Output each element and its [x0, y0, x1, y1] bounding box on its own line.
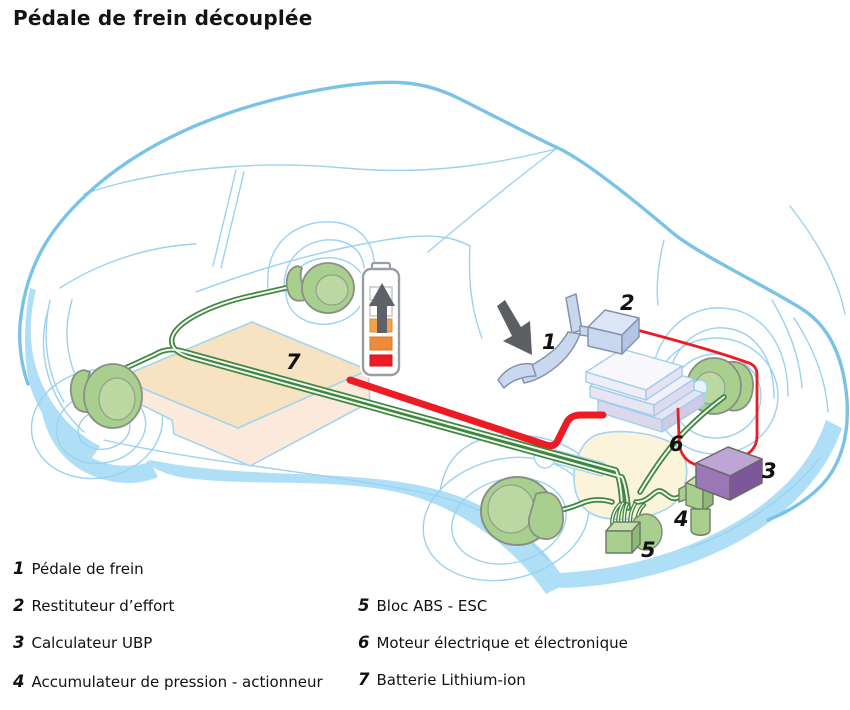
legend-label-2: Restituteur d’effort	[31, 597, 175, 615]
legend-label-7: Batterie Lithium-ion	[376, 671, 526, 689]
ubp-computer-box	[695, 446, 763, 501]
power-cable-red-thick	[346, 376, 607, 450]
callout-3: 3	[762, 459, 777, 483]
door-front-edge	[468, 245, 483, 339]
legend-item-7: 7 Batterie Lithium-ion	[358, 670, 526, 689]
red-cable-motor-to-ubp	[676, 407, 704, 469]
legend-label-4: Accumulateur de pression - actionneur	[31, 673, 323, 691]
car-shadow-fills	[25, 288, 842, 594]
front-right-arch-outer	[267, 221, 375, 289]
ecu-base-side	[661, 392, 705, 433]
gauge-cell-orange-2	[369, 336, 393, 351]
rear-hatch-line-2	[771, 299, 803, 389]
ecu-top-side	[645, 365, 683, 401]
cable-front-left-core	[118, 348, 623, 505]
legend-num-7: 7	[358, 670, 370, 689]
legend-num-1: 1	[13, 559, 25, 578]
front-right-arch-inner	[283, 239, 365, 293]
cable-rear-right-core	[639, 396, 725, 493]
legend-label-3: Calculateur UBP	[31, 634, 153, 652]
hood-crease	[195, 235, 471, 293]
brake-cables	[116, 281, 727, 526]
legend-label-6: Moteur électrique et électronique	[376, 634, 628, 652]
callout-5: 5	[641, 538, 656, 562]
car-outline	[18, 80, 850, 522]
roof-outline	[19, 80, 850, 522]
abs-side	[631, 521, 641, 554]
front-wheel-shadow	[40, 396, 158, 484]
rear-hatch-line-1	[793, 317, 829, 413]
signal-cables-red	[635, 328, 759, 469]
rear-right-arch-outer	[649, 307, 789, 397]
callout-2: 2	[620, 291, 635, 315]
effort-simulator-box	[587, 309, 640, 355]
press-arrow-icon	[497, 300, 532, 355]
disc-rear-left-ring	[487, 484, 535, 534]
callout-6: 6	[669, 432, 684, 456]
legend-label-1: Pédale de frein	[31, 560, 144, 578]
front-fender-line	[59, 243, 197, 289]
up-arrow-shaft	[377, 306, 387, 333]
callout-4: 4	[673, 507, 689, 531]
callout-labels: 1 2 3 4 5 6 7	[286, 291, 777, 562]
front-arch-outer	[42, 309, 85, 433]
legend-num-3: 3	[13, 633, 25, 652]
legend-item-2: 2 Restituteur d’effort	[13, 596, 174, 615]
b-pillar-line-a	[212, 169, 237, 267]
disc-front-left-ring	[98, 377, 136, 421]
motor-electronics-stack	[585, 348, 705, 433]
body-lower-edge-rear	[689, 457, 821, 549]
legend-item-3: 3 Calculateur UBP	[13, 633, 152, 652]
callout-1: 1	[542, 330, 557, 354]
up-arrow-icon	[369, 283, 395, 333]
gauge-cell-red	[369, 354, 393, 367]
legend-num-2: 2	[13, 596, 25, 615]
brake-disc-front-left	[69, 363, 143, 429]
abs-esc-block	[605, 513, 663, 554]
ubp-side	[729, 458, 763, 501]
abs-front	[605, 530, 633, 554]
accumulator-cylinder	[690, 508, 711, 536]
brake-disc-front-right	[285, 262, 355, 314]
disc-front-right-ring	[315, 274, 349, 306]
front-lower-outline	[18, 314, 30, 386]
legend-item-4: 4 Accumulateur de pression - actionneur	[13, 672, 323, 691]
c-pillar-inner	[656, 239, 665, 306]
legend-num-6: 6	[358, 633, 370, 652]
brake-disc-rear-left	[480, 476, 564, 546]
shoulder-line	[83, 148, 557, 195]
cable-front-right-core	[170, 283, 629, 509]
page-title: Pédale de frein découplée	[13, 6, 313, 30]
pedal-arm	[519, 331, 581, 384]
rear-window-edge	[427, 148, 557, 253]
rocker-shadow	[146, 460, 566, 594]
legend-label-5: Bloc ABS - ESC	[376, 597, 488, 615]
rear-top-curve	[789, 205, 846, 315]
battery-gauge-icon	[360, 261, 402, 378]
callout-7: 7	[286, 350, 301, 374]
red-cable-pedal-to-ubp	[635, 328, 759, 466]
rear-shadow-swoosh	[556, 420, 842, 588]
ecu-mid-side	[653, 378, 695, 417]
legend-item-5: 5 Bloc ABS - ESC	[358, 596, 487, 615]
legend-item-1: 1 Pédale de frein	[13, 559, 144, 578]
effort-box-side	[621, 317, 640, 355]
rear-right-arch-inner	[665, 327, 775, 399]
body-lower-edge-front	[103, 439, 549, 561]
cable-fan-1-core	[611, 503, 621, 525]
legend-num-5: 5	[358, 596, 370, 615]
up-arrow-head	[369, 283, 395, 306]
caliper-rear-left	[527, 491, 564, 540]
b-pillar-line-b	[220, 171, 245, 269]
legend-item-6: 6 Moteur électrique et électronique	[358, 633, 628, 652]
front-bumper-inner	[45, 299, 65, 403]
legend-num-4: 4	[13, 672, 25, 691]
pedal-pad	[497, 362, 537, 389]
